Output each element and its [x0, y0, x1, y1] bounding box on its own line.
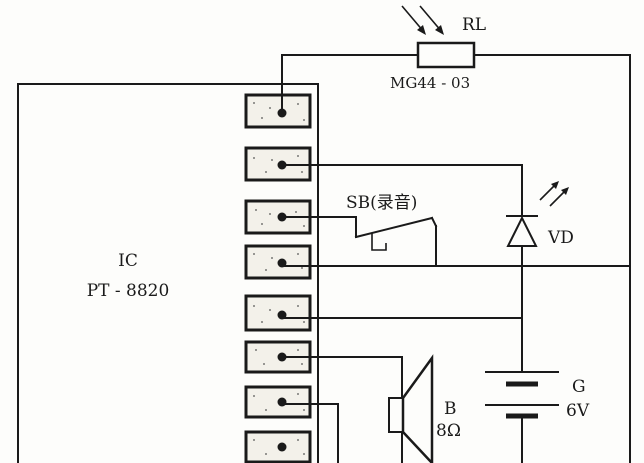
photoresistor-icon: [416, 41, 476, 69]
wire-pin2-to-vd: [281, 164, 523, 207]
rl-light-arrows: [401, 5, 444, 35]
ic-outline: [17, 83, 319, 463]
pad-texture: [253, 102, 305, 455]
wire-pin7-down: [281, 403, 339, 463]
g-value: 6V: [566, 401, 590, 421]
pushbutton-switch-icon: [354, 216, 438, 251]
speaker-icon: [388, 354, 434, 463]
wire-pin6-to-speaker: [281, 356, 403, 399]
b-label: B: [444, 399, 457, 419]
wire-pin1-to-rl: [281, 54, 419, 114]
g-label: G: [572, 377, 586, 397]
ic-label: IC: [118, 251, 138, 271]
sb-label: SB(录音): [346, 193, 417, 213]
ic-part-number: PT - 8820: [87, 281, 170, 301]
vd-label: VD: [547, 228, 574, 248]
battery-icon: [485, 371, 559, 463]
rl-part-number: MG44 - 03: [390, 74, 470, 92]
rl-label: RL: [462, 15, 486, 35]
ic-pins: [244, 93, 312, 463]
b-value: 8Ω: [436, 421, 461, 441]
wire-rl-to-right-rail: [473, 54, 631, 463]
